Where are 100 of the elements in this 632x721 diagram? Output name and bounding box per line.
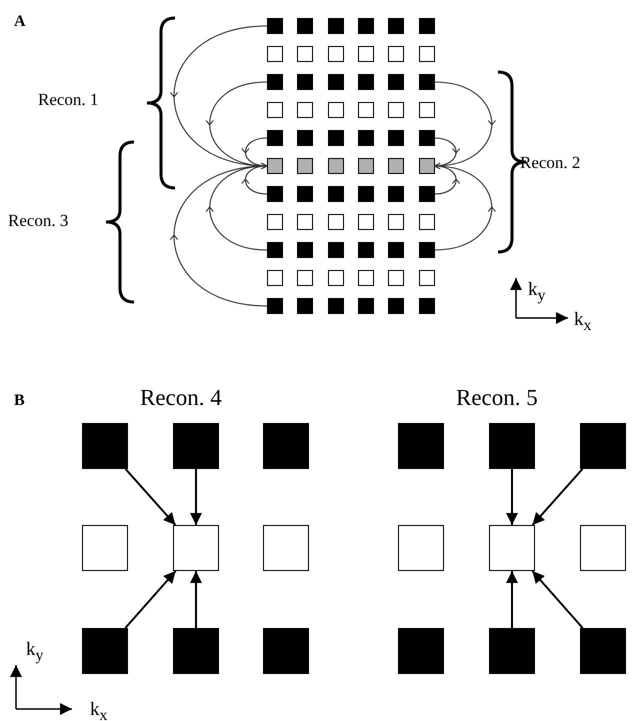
filled-square [418, 74, 434, 90]
filled-square [388, 18, 404, 34]
filled-square [418, 242, 434, 258]
hollow-square [388, 102, 404, 118]
hollow-square [418, 214, 434, 230]
filled-square [489, 423, 535, 469]
filled-square [297, 18, 314, 34]
filled-square [358, 242, 374, 258]
hollow-square [267, 102, 283, 118]
hollow-square [398, 525, 444, 571]
curved-arrow [434, 162, 496, 251]
filled-square [388, 242, 404, 258]
filled-square [328, 130, 344, 146]
axis-label: k$_{y}$ [528, 280, 546, 304]
hollow-square [418, 102, 434, 118]
filled-square [328, 18, 344, 34]
panel-title: Recon. 4 [140, 386, 222, 409]
filled-square [418, 186, 434, 202]
hollow-square [418, 270, 434, 286]
filled-square [398, 628, 444, 674]
hollow-square [388, 270, 404, 286]
axis-label: k$_{x}$ [90, 700, 108, 721]
filled-square [358, 74, 374, 90]
hollow-square [580, 525, 626, 571]
filled-square [267, 298, 283, 314]
hollow-square [328, 102, 344, 118]
arrow [190, 571, 202, 628]
filled-square [263, 628, 309, 674]
panel-label: B [14, 393, 25, 409]
hollow-square [358, 270, 374, 286]
filled-square [267, 186, 283, 202]
hollow-square [358, 46, 374, 62]
filled-square [580, 628, 626, 674]
hollow-square [297, 214, 314, 230]
filled-square [297, 186, 314, 202]
hollow-square [297, 102, 314, 118]
shaded-square [388, 158, 404, 174]
filled-square [328, 242, 344, 258]
arrow [124, 570, 176, 629]
filled-square [267, 130, 283, 146]
filled-square [297, 298, 314, 314]
filled-square [82, 628, 128, 674]
bracket-label: Recon. 2 [520, 154, 580, 171]
arrow [532, 468, 584, 526]
shaded-square [418, 158, 434, 174]
hollow-square [358, 214, 374, 230]
hollow-square [267, 214, 283, 230]
panel-title: Recon. 5 [456, 386, 538, 409]
filled-square [173, 628, 219, 674]
filled-square [418, 298, 434, 314]
hollow-square [297, 46, 314, 62]
arrow [124, 468, 176, 526]
shaded-square [297, 158, 314, 174]
hollow-square [358, 102, 374, 118]
filled-square [328, 74, 344, 90]
filled-square [297, 242, 314, 258]
hollow-square [489, 525, 535, 571]
arrow [532, 570, 584, 629]
hollow-square [328, 46, 344, 62]
bracket-label: Recon. 1 [38, 91, 98, 108]
filled-square [418, 130, 434, 146]
filled-square [328, 298, 344, 314]
filled-square [263, 423, 309, 469]
curved-arrow [170, 162, 268, 307]
arrow [190, 469, 202, 525]
shaded-square [328, 158, 344, 174]
filled-square [358, 298, 374, 314]
arrow [506, 571, 518, 628]
hollow-square [263, 525, 309, 571]
filled-square [328, 186, 344, 202]
filled-square [388, 130, 404, 146]
filled-square [398, 423, 444, 469]
axis-label: k$_{y}$ [26, 640, 44, 664]
panel-label: A [14, 14, 26, 30]
filled-square [489, 628, 535, 674]
hollow-square [328, 270, 344, 286]
filled-square [267, 242, 283, 258]
filled-square [82, 423, 128, 469]
shaded-square [358, 158, 374, 174]
hollow-square [267, 46, 283, 62]
hollow-square [297, 270, 314, 286]
filled-square [388, 298, 404, 314]
hollow-square [328, 214, 344, 230]
filled-square [580, 423, 626, 469]
filled-square [358, 130, 374, 146]
hollow-square [418, 46, 434, 62]
filled-square [358, 186, 374, 202]
filled-square [267, 74, 283, 90]
filled-square [173, 423, 219, 469]
arrow [506, 469, 518, 525]
shaded-square [267, 158, 283, 174]
filled-square [358, 18, 374, 34]
hollow-square [82, 525, 128, 571]
axis-label: k$_{x}$ [574, 310, 592, 334]
filled-square [267, 18, 283, 34]
filled-square [297, 74, 314, 90]
filled-square [388, 186, 404, 202]
bracket-label: Recon. 3 [8, 212, 68, 229]
hollow-square [173, 525, 219, 571]
filled-square [418, 18, 434, 34]
